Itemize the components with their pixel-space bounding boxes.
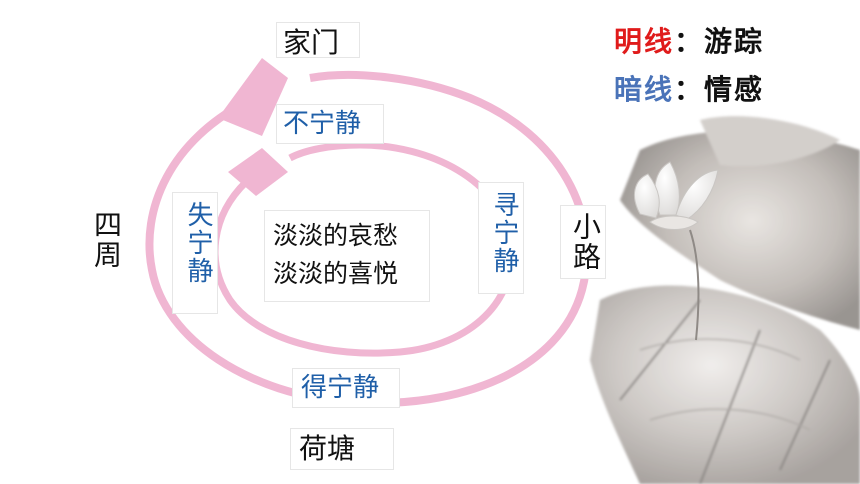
node-top-home: 家门 bbox=[276, 22, 360, 58]
legend-explicit-line: 明线：游踪 bbox=[614, 20, 764, 60]
legend-explicit-separator: ： bbox=[674, 25, 705, 58]
center-line-joy: 淡淡的喜悦 bbox=[273, 259, 399, 288]
node-bottom-pond: 荷塘 bbox=[290, 428, 394, 470]
legend-implicit-separator: ： bbox=[674, 73, 705, 106]
center-emotions: 淡淡的哀愁 淡淡的喜悦 bbox=[264, 210, 430, 302]
legend-explicit-key: 明线 bbox=[614, 25, 675, 58]
node-left-surroundings: 四周 bbox=[90, 210, 123, 270]
lotus-flower bbox=[633, 161, 719, 341]
inner-ring bbox=[211, 141, 515, 357]
stage-not-calm: 不宁静 bbox=[276, 104, 384, 144]
legend-explicit-value: 游踪 bbox=[704, 25, 765, 58]
outer-ring bbox=[145, 70, 591, 407]
node-right-path: 小路 bbox=[560, 205, 606, 279]
legend-implicit-line: 暗线：情感 bbox=[614, 68, 764, 108]
stage-lost-calm: 失宁静 bbox=[172, 192, 218, 314]
legend-implicit-key: 暗线 bbox=[614, 73, 675, 106]
center-line-sorrow: 淡淡的哀愁 bbox=[273, 221, 399, 250]
inner-arrowhead-icon bbox=[228, 148, 288, 196]
stage-seek-calm: 寻宁静 bbox=[478, 182, 524, 294]
stage-gain-calm: 得宁静 bbox=[292, 368, 400, 408]
outer-arrowhead-icon bbox=[218, 58, 288, 136]
legend-implicit-value: 情感 bbox=[704, 73, 765, 106]
